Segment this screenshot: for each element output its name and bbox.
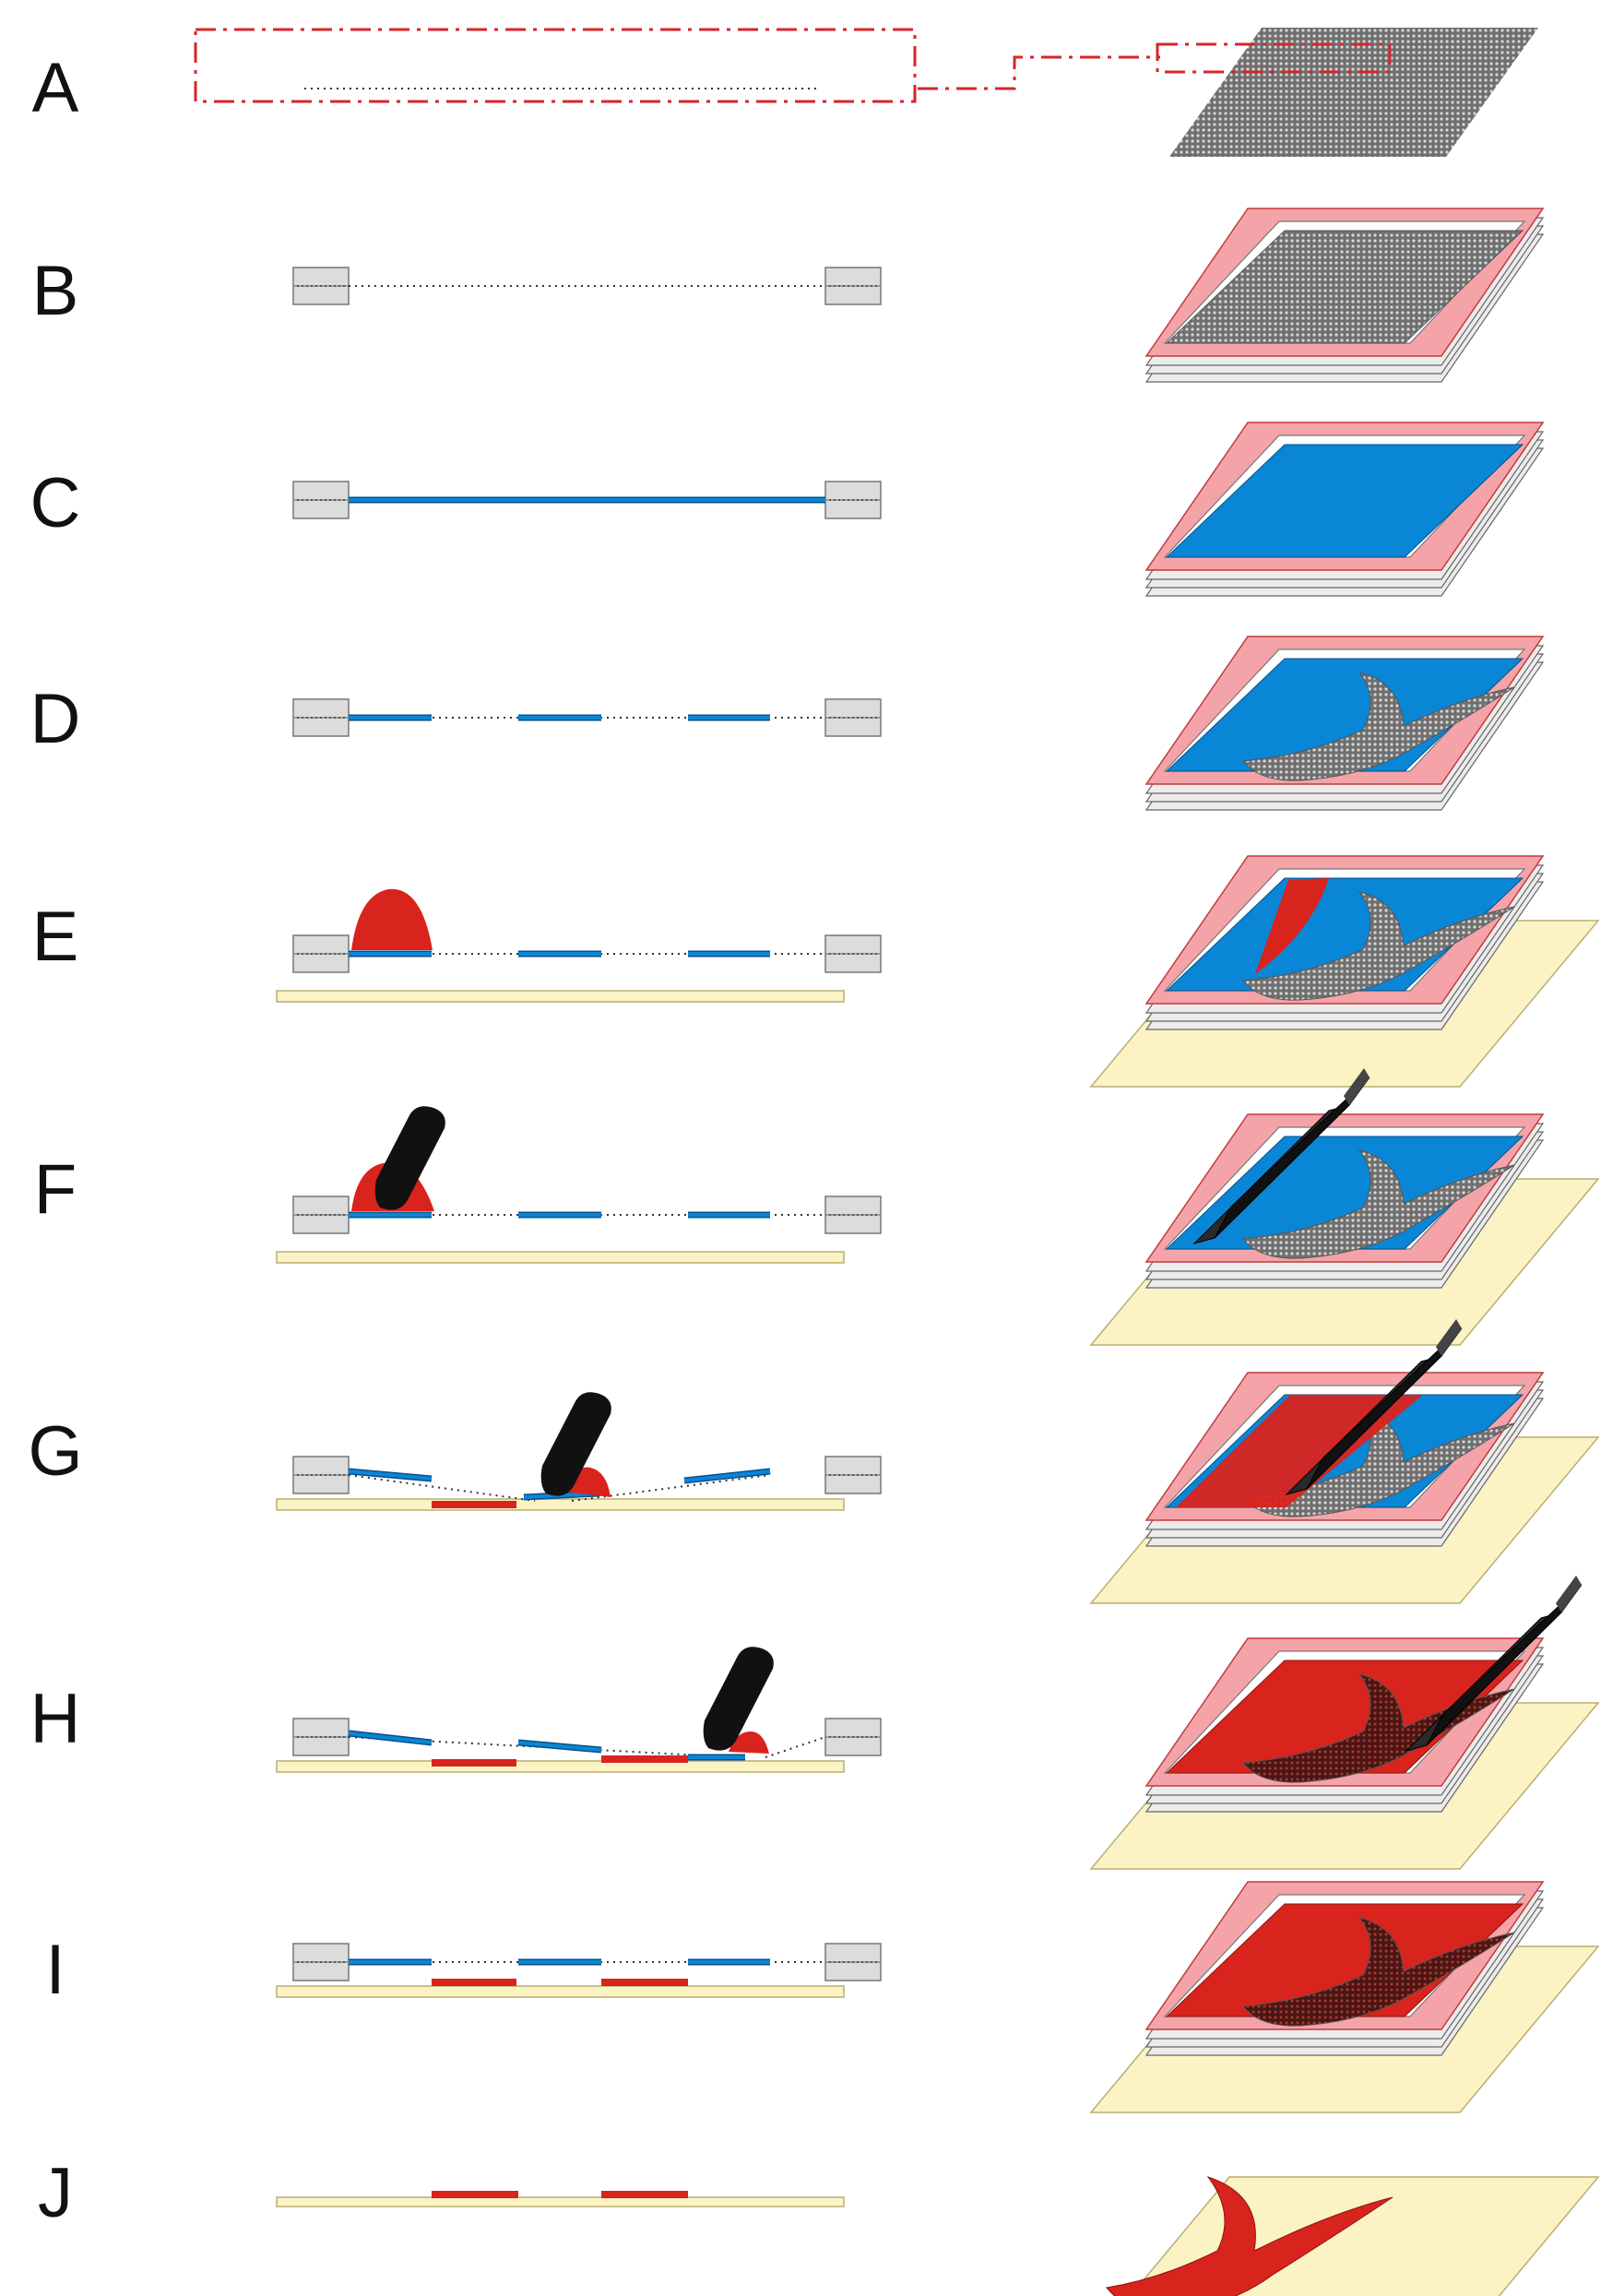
isometric-view-g: [1089, 1319, 1600, 1604]
stencil-open-area: [1242, 1408, 1515, 1517]
step-label-d: D: [30, 680, 81, 758]
cross-section-h: [276, 1647, 882, 1773]
isometric-view-b: [1144, 208, 1545, 383]
isometric-view-f: [1089, 1068, 1600, 1346]
stencil-open-area: [1242, 672, 1515, 781]
isometric-view-i: [1089, 1881, 1600, 2113]
printed-ink-deposit: [432, 1759, 516, 1767]
ink-pool: [351, 888, 433, 950]
printed-ink-deposit: [432, 1501, 516, 1508]
cross-section-d: [292, 698, 882, 737]
emulsion-layer: [1165, 444, 1524, 558]
mesh-zoom-marker: [1156, 42, 1392, 74]
substrate-side: [276, 2196, 845, 2207]
ink-covered-screen: [1165, 1903, 1524, 2017]
ink-pool: [729, 1731, 769, 1754]
step-label-a: A: [31, 49, 79, 127]
isometric-view-c: [1144, 422, 1545, 597]
mesh-detail-connector: [918, 55, 1160, 90]
step-label-h: H: [30, 1680, 81, 1758]
step-label-i: I: [45, 1931, 65, 2009]
stretched-mesh: [1165, 230, 1524, 344]
emulsion-layer: [1165, 1136, 1524, 1250]
cross-section-g: [276, 1392, 882, 1511]
printed-ink-deposit: [601, 1755, 688, 1763]
cross-section-f: [276, 1106, 882, 1264]
substrate-side: [276, 1985, 845, 1998]
emulsion-segment-fill: [348, 1731, 433, 1744]
emulsion-segment-fill: [683, 1469, 771, 1482]
ink-pool: [1255, 878, 1329, 974]
cross-section-j: [276, 2191, 845, 2207]
stencil-open-area: [1242, 1149, 1515, 1259]
squeegee-side: [703, 1647, 774, 1751]
cross-section-e: [276, 888, 882, 1003]
cross-section-b: [292, 267, 882, 305]
step-label-e: E: [31, 898, 79, 976]
cross-section-i: [276, 1943, 882, 1998]
cross-section-c: [292, 481, 882, 519]
stencil-open-area: [1242, 891, 1515, 1001]
squeegee-handle-top: [1556, 1576, 1582, 1612]
emulsion-layer: [1165, 658, 1524, 772]
squeegee-handle-top: [1344, 1068, 1370, 1105]
printed-ink-deposit: [601, 1979, 688, 1986]
printed-ink-deposit: [432, 2191, 518, 2198]
isometric-view-e: [1089, 855, 1600, 1088]
step-label-c: C: [30, 464, 81, 542]
mesh-line: [765, 1736, 826, 1758]
step-label-g: G: [28, 1412, 83, 1491]
printed-ink-deposit: [601, 2191, 688, 2198]
squeegee-handle-top: [1436, 1319, 1462, 1356]
mesh-line: [348, 1474, 536, 1502]
squeegee-side: [540, 1392, 611, 1496]
emulsion-segment-fill: [517, 1741, 602, 1752]
stencil-open-area: [1242, 1917, 1515, 2027]
isometric-view-d: [1144, 636, 1545, 811]
substrate-side: [276, 1498, 845, 1511]
emulsion-layer: [1165, 877, 1524, 992]
printed-image: [1106, 2176, 1393, 2296]
ink-covered-screen: [1165, 1660, 1524, 1774]
substrate-side: [276, 1760, 845, 1773]
step-label-b: B: [31, 252, 79, 330]
mesh-line: [571, 1474, 771, 1502]
emulsion-segment-fill: [348, 1469, 433, 1481]
substrate-side: [276, 990, 845, 1003]
isometric-view-j: [1106, 2176, 1600, 2296]
mesh-sheet: [1169, 28, 1538, 157]
isometric-view-a: [1156, 28, 1538, 157]
squeegee-side: [374, 1106, 445, 1210]
printed-ink-deposit: [432, 1979, 516, 1986]
isometric-view-h: [1089, 1576, 1600, 1870]
substrate-side: [276, 1251, 845, 1264]
mesh-detail-outline: [194, 28, 917, 103]
step-label-f: F: [33, 1150, 77, 1229]
step-label-j: J: [38, 2154, 73, 2232]
cross-section-a: [194, 28, 1160, 103]
